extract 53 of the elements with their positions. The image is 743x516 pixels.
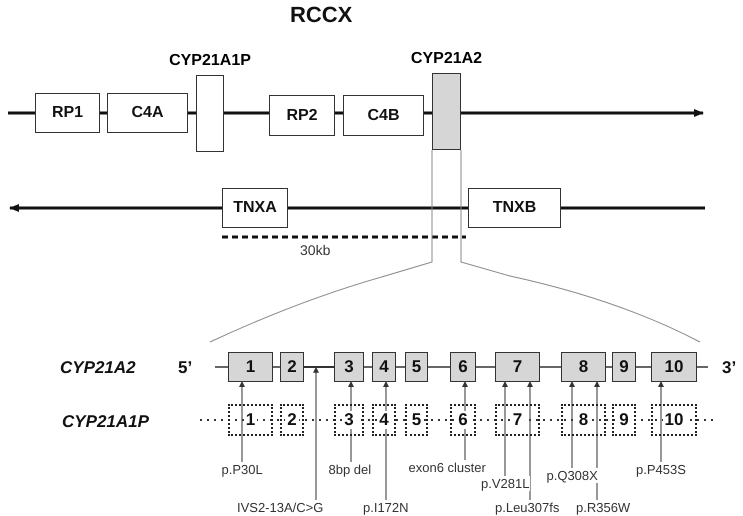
mutation-label: p.P30L (220, 462, 264, 477)
pseudo-exon-box: 6 (450, 404, 476, 436)
pseudo-exon-box: 4 (372, 404, 396, 436)
pseudo-exon-box: 3 (334, 404, 364, 436)
exon-box: 1 (228, 352, 273, 382)
end-label: 5’ (178, 358, 192, 378)
intron-line (304, 366, 334, 368)
exon-box: 7 (495, 352, 540, 382)
mutation-label: IVS2-13A/C>G (236, 500, 324, 515)
title: RCCX (290, 2, 352, 28)
leader-line (569, 381, 575, 468)
gene-box: TNXA (222, 188, 288, 228)
mutation-label: 8bp del (328, 462, 372, 477)
mutation-label: p.Q308X (546, 468, 599, 483)
leader-line (658, 381, 664, 462)
gene-label: CYP21A2 (410, 49, 484, 69)
gene-box: TNXB (468, 188, 561, 228)
leader-line (239, 381, 245, 462)
gene-box: RP1 (35, 93, 100, 133)
leader-line (502, 381, 508, 476)
gene-box: RP2 (269, 95, 335, 136)
leader-line (313, 366, 319, 500)
gene-box: C4A (107, 93, 188, 133)
exon-box: 9 (612, 352, 636, 382)
pseudo-exon-box: 10 (651, 404, 697, 436)
exon-box: 5 (405, 352, 428, 382)
exon-box: 6 (450, 352, 476, 382)
leader-line (594, 381, 600, 500)
mutation-label: p.Leu307fs (494, 500, 560, 515)
leader-line (383, 381, 389, 500)
gene-box: C4B (343, 95, 424, 136)
exon-box: 4 (372, 352, 396, 382)
exon-box: 2 (280, 352, 304, 382)
row-label: CYP21A1P (62, 412, 149, 432)
mutation-label: p.V281L (480, 476, 530, 491)
leader-line (527, 381, 533, 500)
pseudo-exon-box: 5 (405, 404, 428, 436)
pseudo-exon-box: 7 (495, 404, 540, 436)
pseudo-exon-box: 8 (561, 404, 606, 436)
mutation-label: p.P453S (635, 462, 687, 477)
end-label: 3’ (722, 358, 736, 378)
exon-box: 8 (561, 352, 606, 382)
pseudo-exon-box: 1 (228, 404, 273, 436)
mutation-label: p.I172N (362, 500, 410, 515)
dimension-text: 30kb (300, 242, 330, 258)
pseudo-exon-box: 9 (612, 404, 636, 436)
pseudo-exon-box: 2 (280, 404, 304, 436)
mutation-label: p.R356W (575, 500, 632, 515)
exon-box: 3 (334, 352, 364, 382)
exon-box: 10 (651, 352, 697, 382)
gene-label: CYP21A1P (168, 51, 252, 71)
mutation-label: exon6 cluster (408, 460, 487, 475)
row-label: CYP21A2 (60, 358, 136, 378)
